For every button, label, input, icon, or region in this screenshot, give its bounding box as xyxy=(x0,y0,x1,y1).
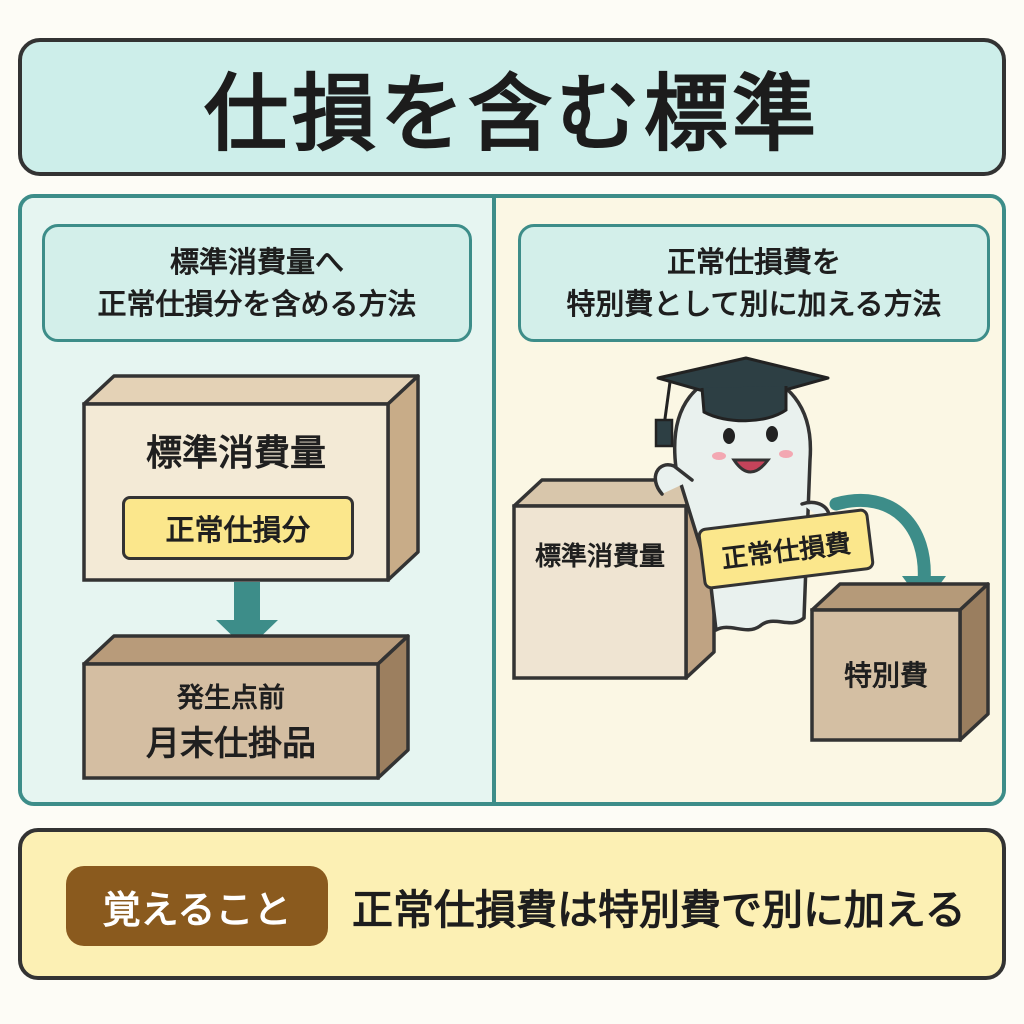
spoilage-cost-card-label: 正常仕損費 xyxy=(719,528,853,575)
remember-tag: 覚えること xyxy=(66,866,328,946)
title-banner: 仕損を含む標準 xyxy=(18,38,1006,176)
right-heading-line2: 特別費として別に加える方法 xyxy=(566,287,942,321)
special-cost-box xyxy=(810,582,990,742)
graduation-cap-icon xyxy=(654,356,830,448)
right-standard-box xyxy=(512,478,716,680)
wip-label-line2: 月末仕掛品 xyxy=(146,724,316,764)
special-cost-label: 特別費 xyxy=(843,659,928,692)
wip-label-line1: 発生点前 xyxy=(177,683,285,714)
wip-box xyxy=(82,634,410,780)
left-method-heading: 標準消費量へ 正常仕損分を含める方法 xyxy=(42,224,472,342)
summary-text: 正常仕損費は特別費で別に加える xyxy=(352,886,966,934)
remember-tag-label: 覚えること xyxy=(102,887,292,932)
normal-spoilage-tag: 正常仕損分 xyxy=(122,496,354,560)
right-method-heading: 正常仕損費を 特別費として別に加える方法 xyxy=(518,224,990,342)
left-heading-line2: 正常仕損分を含める方法 xyxy=(97,287,417,321)
page-title: 仕損を含む標準 xyxy=(203,64,820,163)
column-divider xyxy=(492,198,496,802)
right-standard-label: 標準消費量 xyxy=(534,542,665,572)
comparison-panel: 標準消費量へ 正常仕損分を含める方法 正常仕損費を 特別費として別に加える方法 xyxy=(18,194,1006,806)
summary-bar: 覚えること 正常仕損費は特別費で別に加える xyxy=(18,828,1006,980)
normal-spoilage-tag-label: 正常仕損分 xyxy=(165,513,311,547)
left-heading-line1: 標準消費量へ xyxy=(169,244,344,279)
right-heading-line1: 正常仕損費を xyxy=(666,244,841,279)
standard-consumption-label: 標準消費量 xyxy=(145,433,326,474)
